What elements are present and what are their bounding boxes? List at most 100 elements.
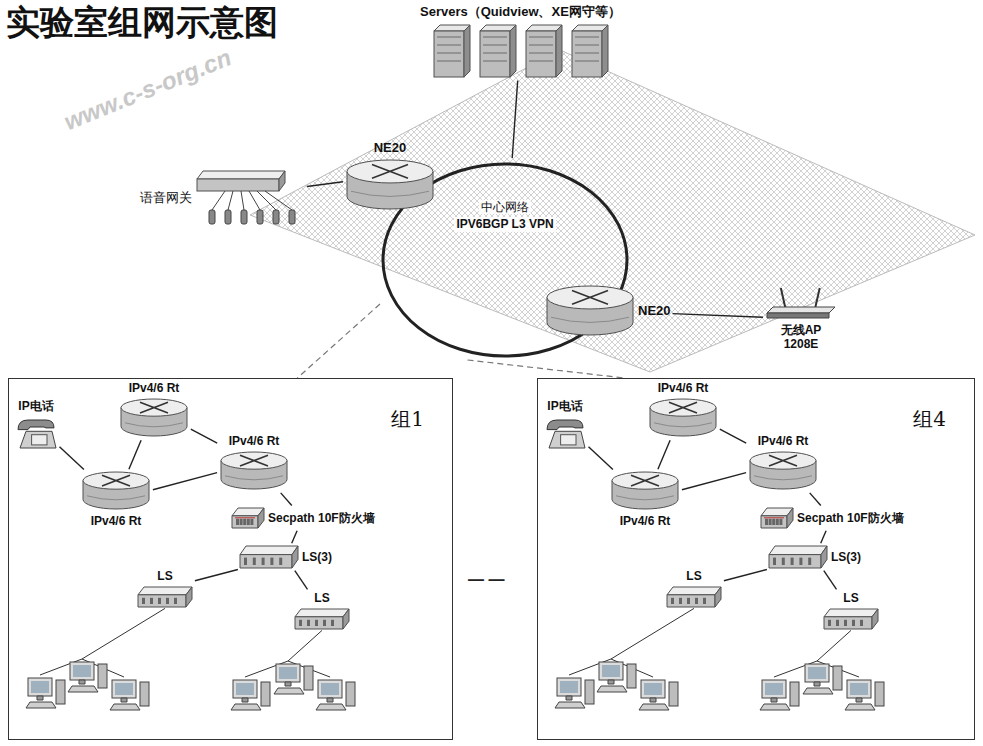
device-label: IPv4/6 Rt: [758, 434, 809, 448]
pc-screen: [236, 683, 254, 695]
pc-icon: [639, 680, 678, 710]
connector: [60, 447, 84, 470]
connector: [129, 440, 141, 469]
router-icon: [81, 471, 151, 511]
device-label: 语音网关: [140, 190, 192, 206]
pc-wire: [817, 630, 851, 661]
fw-icon: [760, 507, 794, 529]
pc-tower: [790, 682, 799, 706]
connector: [468, 360, 625, 378]
connector: [682, 473, 746, 490]
pc-keyboard: [68, 686, 98, 692]
device-label: IPv4/6 Rt: [658, 381, 709, 395]
switch-node: LS: [666, 569, 722, 608]
router-icon: [345, 159, 435, 211]
pc-keyboard: [639, 704, 669, 710]
pc-keyboard: [803, 688, 833, 694]
pc-monitor: [318, 680, 342, 698]
core-router: NE20: [545, 285, 671, 337]
device-label: NE20: [638, 303, 671, 319]
pc-tower: [346, 682, 355, 706]
pc-tower: [585, 680, 594, 704]
sw-icon: [768, 545, 828, 569]
core-network-plane: [250, 50, 975, 372]
device-label: LS: [314, 591, 329, 605]
pc-stand: [856, 698, 862, 702]
device-label: IPv4/6 Rt: [129, 381, 180, 395]
device-label: Secpath 10F防火墙: [797, 511, 904, 525]
pc-stand: [79, 680, 85, 684]
connector: [297, 304, 380, 378]
pc-icon: [760, 680, 799, 710]
pc-screen: [31, 681, 49, 693]
voice-gateway: 语音网关: [140, 170, 305, 226]
phone-icon: [543, 416, 587, 450]
group-title: 组4: [913, 407, 946, 431]
pc-icon: [555, 678, 594, 708]
pc-keyboard: [231, 704, 261, 710]
device-label: LS: [686, 569, 701, 583]
sw-icon: [137, 586, 193, 608]
pc-tower: [56, 680, 65, 704]
pc-tower: [627, 664, 636, 688]
device-label: LS(3): [302, 550, 332, 564]
switch-node: LS: [137, 569, 193, 608]
phone-icon: [14, 416, 58, 450]
router-icon: [119, 398, 189, 438]
pc-screen: [115, 683, 133, 695]
device-label: IPv4/6 Rt: [229, 434, 280, 448]
pc-screen: [765, 683, 783, 695]
pc-screen: [73, 665, 91, 677]
pc-icon: [26, 678, 65, 708]
group-box: 组1IPv4/6 RtIP电话IPv4/6 RtIPv4/6 RtSecpath…: [8, 378, 453, 740]
device-label: Secpath 10F防火墙: [268, 511, 375, 525]
pc-screen: [321, 683, 339, 695]
ip-phone: IP电话: [543, 399, 587, 450]
pc-monitor: [28, 678, 52, 696]
pc-screen: [850, 683, 868, 695]
core-router: NE20: [345, 140, 435, 211]
connector: [153, 473, 217, 490]
connector: [821, 531, 826, 543]
switch-node: LS(3): [239, 545, 332, 569]
router-icon: [219, 451, 289, 491]
pc-icon: [803, 664, 842, 694]
ap-icon: [765, 286, 837, 320]
router-icon: [748, 451, 818, 491]
pc-monitor: [641, 680, 665, 698]
pc-monitor: [233, 680, 257, 698]
connector: [295, 571, 308, 590]
firewall-node: Secpath 10F防火墙: [760, 507, 904, 529]
pc-stand: [242, 698, 248, 702]
server-group: Servers（Quidview、XE网守等）: [420, 4, 621, 79]
pc-icon: [274, 664, 313, 694]
group-box: 组4IPv4/6 RtIP电话IPv4/6 RtIPv4/6 RtSecpath…: [537, 378, 975, 740]
connector: [720, 429, 746, 443]
pc-keyboard: [274, 688, 304, 694]
pc-icon: [68, 662, 107, 692]
device-label: LS(3): [831, 550, 861, 564]
pc-stand: [566, 696, 572, 700]
device-label: LS: [157, 569, 172, 583]
pc-keyboard: [110, 704, 140, 710]
connector: [824, 571, 837, 590]
connector: [191, 429, 217, 443]
pc-stand: [327, 698, 333, 702]
router-icon: [648, 398, 718, 438]
switch-node: LS: [823, 591, 879, 630]
connector: [724, 570, 767, 581]
pc-monitor: [805, 664, 829, 682]
pc-keyboard: [597, 686, 627, 692]
pc-screen: [602, 665, 620, 677]
pc-monitor: [599, 662, 623, 680]
sw-icon: [239, 545, 299, 569]
network-label: 中心网络: [479, 200, 531, 214]
pc-stand: [814, 682, 820, 686]
connector: [589, 447, 613, 470]
pc-tower: [875, 682, 884, 706]
wireless-ap: 无线AP 1208E: [765, 286, 837, 352]
device-label: IPv4/6 Rt: [620, 514, 671, 528]
switch-node: LS: [294, 591, 350, 630]
